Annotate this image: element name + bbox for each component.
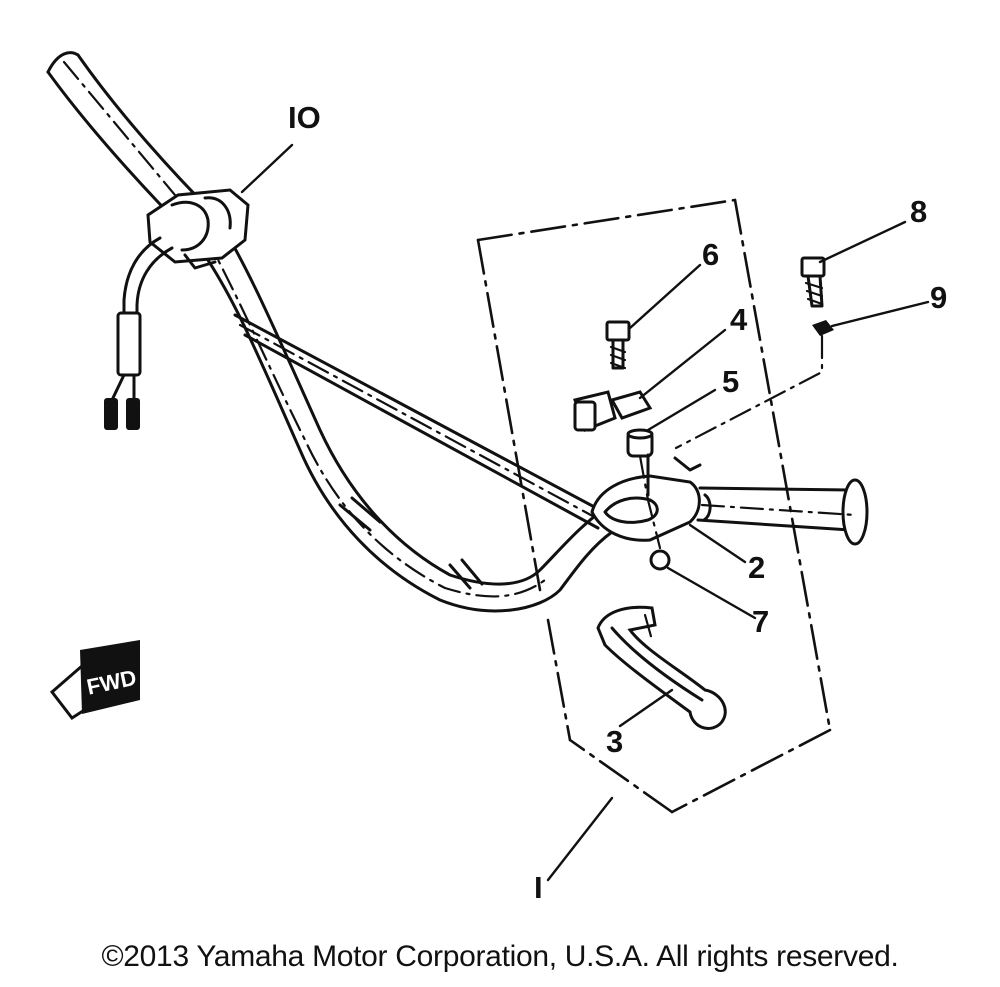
- grip: [696, 478, 869, 546]
- fwd-direction-badge: FWD: [49, 640, 140, 721]
- callout-4: 4: [730, 302, 748, 337]
- collar-5: [626, 428, 654, 458]
- nut-7: [649, 549, 671, 571]
- leader-lines: [240, 143, 930, 882]
- callout-2: 2: [748, 550, 765, 585]
- callout-9: 9: [930, 280, 947, 315]
- kit-boundary-1: [476, 198, 832, 814]
- callout-3: 3: [606, 724, 623, 759]
- bolt-6: [605, 320, 631, 370]
- copyright-notice: ©2013 Yamaha Motor Corporation, U.S.A. A…: [101, 940, 899, 973]
- callout-10: IO: [288, 100, 321, 135]
- callout-7: 7: [752, 604, 769, 639]
- callout-8: 8: [910, 194, 927, 229]
- handlebar-switch-10: [104, 188, 250, 430]
- lever-3: [596, 605, 727, 730]
- callout-5: 5: [722, 364, 739, 399]
- callout-1: I: [534, 870, 543, 905]
- callout-6: 6: [702, 237, 719, 272]
- callout-labels: IO 6 4 5 8 9 2 7 3 I: [288, 100, 947, 905]
- lever-holder-2: [590, 453, 702, 550]
- nut-9: [674, 320, 834, 450]
- clamp-4: [573, 390, 653, 432]
- bolt-8: [800, 256, 826, 308]
